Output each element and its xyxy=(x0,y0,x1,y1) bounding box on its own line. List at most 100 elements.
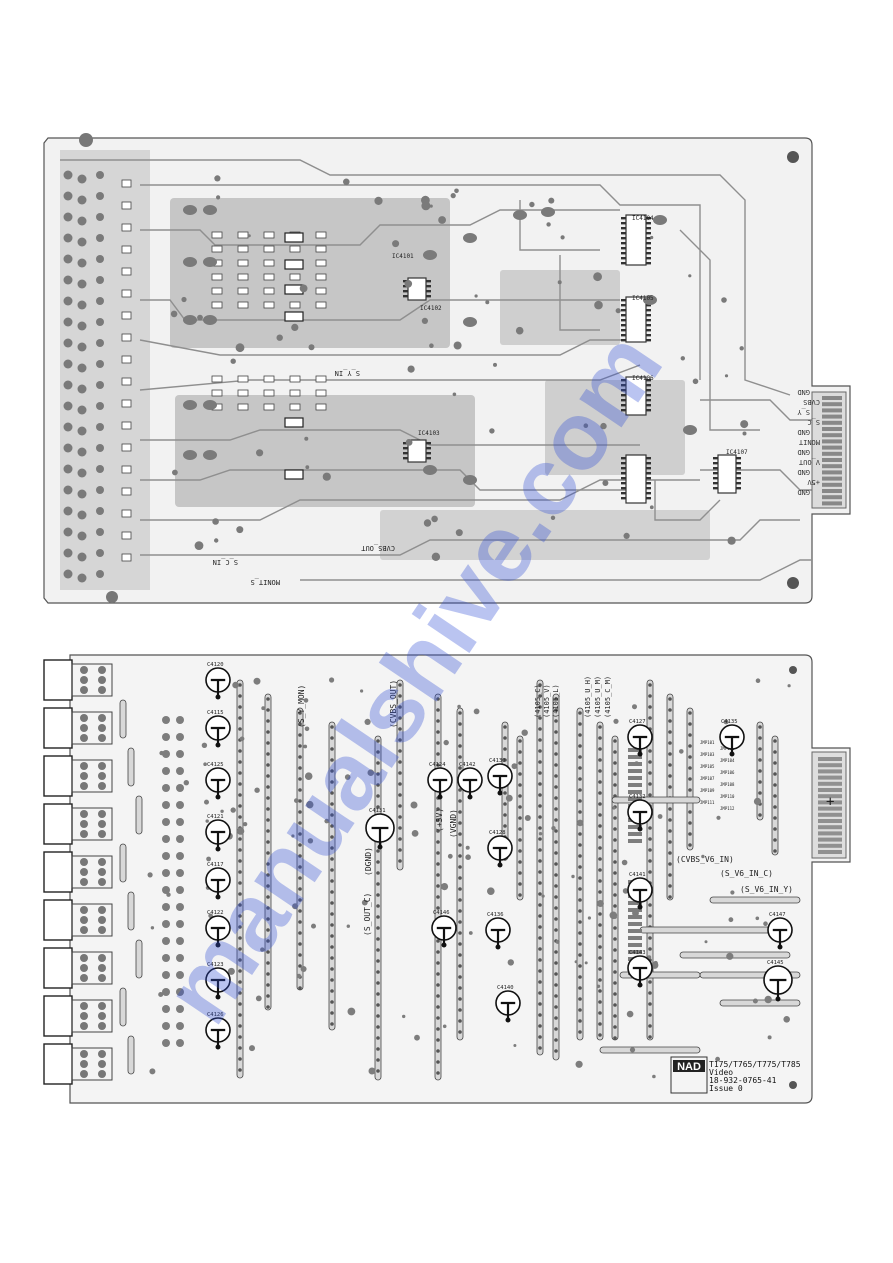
smd-part xyxy=(289,273,301,281)
jumper-label: JMP108 xyxy=(720,782,735,787)
jumper-wire xyxy=(756,721,764,821)
diode xyxy=(284,259,304,270)
capacitor: C4120 xyxy=(205,662,231,700)
smd-part xyxy=(315,231,327,239)
capacitor-label: C4123 xyxy=(207,962,224,968)
jumper-wire xyxy=(119,699,127,739)
smd-part xyxy=(315,259,327,267)
jumper-wire xyxy=(536,679,544,1056)
jumper-wire xyxy=(666,693,674,901)
top-ic-group xyxy=(121,179,741,562)
ic-chip xyxy=(713,454,741,494)
capacitor: C4130 xyxy=(487,758,513,796)
smd-part xyxy=(263,287,275,295)
smd-part xyxy=(121,509,132,518)
diode xyxy=(284,232,304,243)
capacitor: C4131 xyxy=(365,808,395,850)
jumper-wire xyxy=(296,707,304,991)
smd-part xyxy=(289,375,301,383)
ic-chip xyxy=(403,439,431,463)
jumper-label: JMP101 xyxy=(700,740,715,745)
jumper-wire xyxy=(611,796,701,804)
smd-part xyxy=(121,487,132,496)
ic-label: IC4103 xyxy=(418,430,440,437)
capacitor-label: C4124 xyxy=(429,762,446,768)
capacitor-label: C4132 xyxy=(629,794,646,800)
smd-part xyxy=(237,231,249,239)
capacitor: C4143 xyxy=(627,950,653,988)
jumper-wire xyxy=(127,1035,135,1075)
capacitor: C4115 xyxy=(205,710,231,748)
pin-label: GND xyxy=(797,448,810,456)
jumper-label: JMP105 xyxy=(700,764,715,769)
smd-part xyxy=(211,375,223,383)
net-label: (CVBS_V6_IN) xyxy=(676,855,734,864)
jumper-wire xyxy=(264,693,272,1011)
jumper-label: JMP110 xyxy=(720,794,735,799)
mounting-hole xyxy=(787,577,799,589)
bottom-pcb-board: JMP101JMP102JMP103JMP104JMP105JMP106JMP1… xyxy=(43,654,851,1104)
pin-label: S_C xyxy=(807,418,820,426)
smd-part xyxy=(211,301,223,309)
smd-part xyxy=(315,245,327,253)
capacitor: C4117 xyxy=(205,862,231,900)
ic-label: IC4102 xyxy=(420,305,442,312)
capacitor-group: C4120C4115C4125C4121C4117C4122C4123C4126… xyxy=(205,662,793,1050)
smd-part xyxy=(121,465,132,474)
jumper-wire xyxy=(119,987,127,1027)
title-block: NAD T175/T765/T775/T785 Video 18-932-076… xyxy=(670,1056,801,1094)
jumper-label: JMP112 xyxy=(720,806,735,811)
capacitor-label: C4122 xyxy=(207,910,224,916)
ic-chip xyxy=(621,376,651,416)
capacitor-label: C4126 xyxy=(207,1012,224,1018)
ic-label: IC4101 xyxy=(392,253,414,260)
capacitor-label: C4117 xyxy=(207,862,224,868)
capacitor: C4146 xyxy=(431,910,457,948)
capacitor-label: C4128 xyxy=(489,830,506,836)
jumper-wire xyxy=(596,721,604,1041)
smd-part xyxy=(263,273,275,281)
jumper-label: JMP107 xyxy=(700,776,715,781)
net-label: S_C_IN xyxy=(213,558,238,566)
diode xyxy=(284,311,304,322)
capacitor-label: C4121 xyxy=(207,814,224,820)
smd-part xyxy=(237,273,249,281)
jumper-wire xyxy=(679,951,791,959)
net-label: (S_Y_MON) xyxy=(297,685,306,728)
jumper-wire xyxy=(576,707,584,1041)
net-label: (4105_C) xyxy=(534,684,542,718)
smd-part xyxy=(237,259,249,267)
jumper-wire xyxy=(686,707,694,851)
rca-jack xyxy=(43,659,113,701)
pin-label: MONIT xyxy=(798,438,820,446)
jumper-wire xyxy=(456,707,464,1041)
top-board-labels: IC4101 IC4102 IC4103 IC4104 IC4105 IC410… xyxy=(213,215,748,586)
smd-part xyxy=(263,403,275,411)
mounting-hole xyxy=(106,591,118,603)
smd-part xyxy=(121,377,132,386)
smd-part xyxy=(121,333,132,342)
capacitor: C4135 xyxy=(719,719,745,757)
smd-part xyxy=(211,245,223,253)
pin-label: GND xyxy=(797,388,810,396)
jumper-wire xyxy=(516,735,524,901)
smd-part xyxy=(121,311,132,320)
capacitor-label: C4143 xyxy=(629,950,646,956)
capacitor-label: C4145 xyxy=(767,960,784,966)
board-name: Video xyxy=(709,1068,733,1077)
jumper-wire xyxy=(719,999,801,1007)
smd-part xyxy=(237,389,249,397)
smd-part xyxy=(121,223,132,232)
pin-label: GND xyxy=(797,428,810,436)
net-label: (4105_L) xyxy=(552,684,560,718)
capacitor-label: C4146 xyxy=(433,910,450,916)
capacitor-label: C4115 xyxy=(207,710,224,716)
jumper-wire xyxy=(771,735,779,856)
rca-jack xyxy=(43,755,113,797)
net-label: MONIT_S xyxy=(250,578,280,586)
jumper-label: JMP103 xyxy=(700,752,715,757)
mounting-hole xyxy=(789,1081,797,1089)
capacitor: C4147 xyxy=(767,912,793,950)
rca-jack xyxy=(43,899,113,941)
